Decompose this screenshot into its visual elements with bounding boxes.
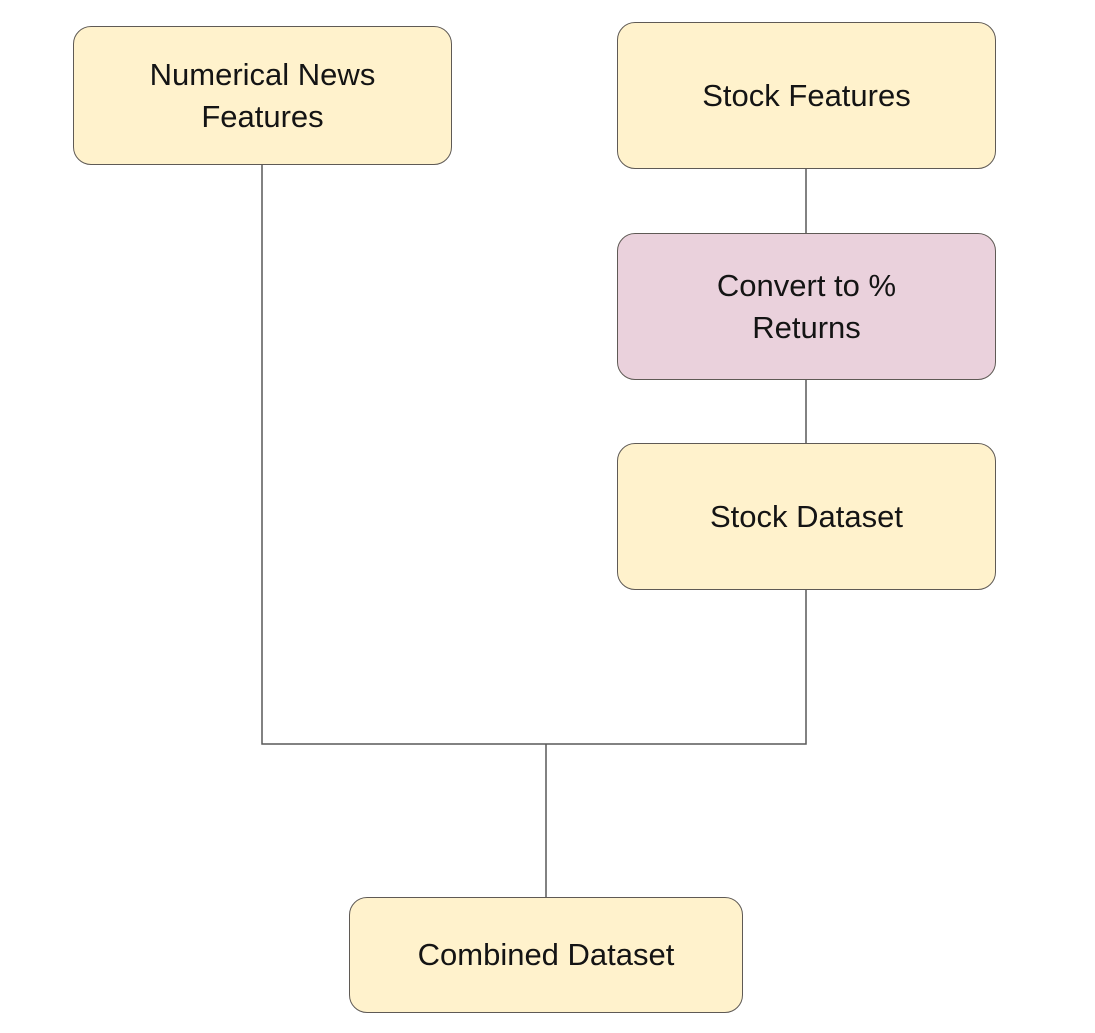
edge-news-to-combined bbox=[261, 165, 546, 745]
numerical-news-features-node: Numerical News Features bbox=[73, 26, 452, 165]
edge-stock-dataset-to-combined bbox=[546, 590, 807, 745]
combined-dataset-node: Combined Dataset bbox=[349, 897, 743, 1013]
stock-dataset-node: Stock Dataset bbox=[617, 443, 996, 590]
convert-to-returns-node: Convert to % Returns bbox=[617, 233, 996, 380]
stock-features-node: Stock Features bbox=[617, 22, 996, 169]
